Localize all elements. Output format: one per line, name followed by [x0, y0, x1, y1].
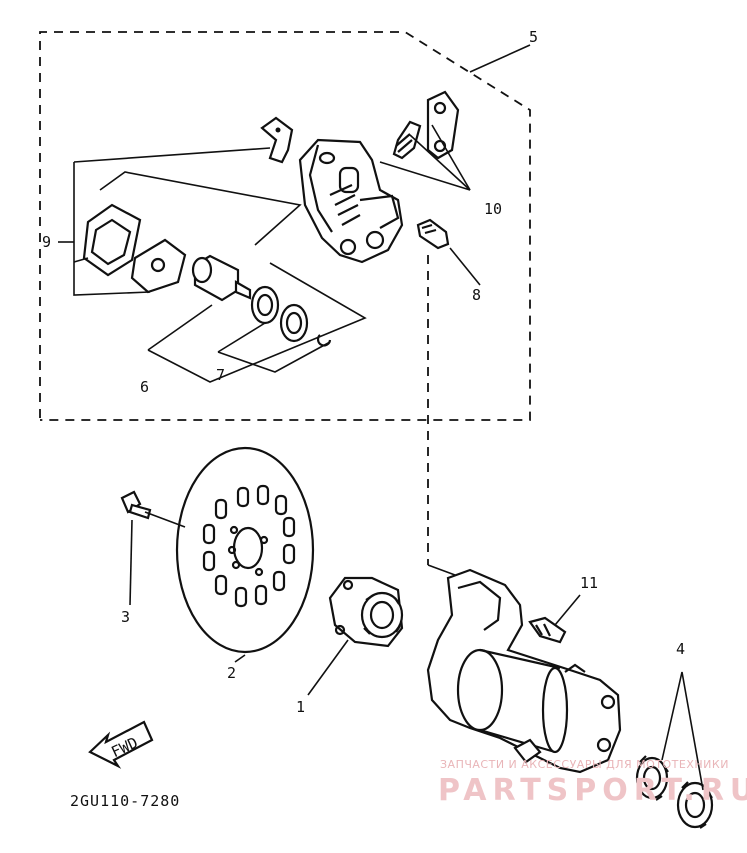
disc-bolt [120, 490, 152, 520]
label-part-4: 4 [676, 640, 685, 658]
piston-seals [250, 285, 332, 347]
caliper-pin-bracket [426, 90, 460, 160]
caliper-piston [191, 254, 252, 302]
caliper-bolt [392, 120, 422, 160]
pad-clip-upper [260, 116, 294, 164]
label-part-8: 8 [472, 286, 481, 304]
wheel-hub-flange [328, 576, 404, 648]
label-part-11: 11 [580, 574, 598, 592]
axle-nuts [635, 755, 714, 829]
watermark-tagline: ЗАПЧАСТИ И АКСЕССУАРЫ ДЛЯ МОТОТЕХНИКИ [440, 758, 729, 771]
label-part-5: 5 [529, 28, 538, 46]
caliper-bracket [426, 568, 622, 774]
label-part-1: 1 [296, 698, 305, 716]
label-part-2: 2 [227, 664, 236, 682]
fwd-arrow-icon: FWD [88, 720, 154, 769]
caliper-body [298, 138, 404, 264]
brake-disc [175, 446, 315, 654]
caliper-assembly-boundary [39, 31, 531, 421]
label-part-9: 9 [42, 233, 51, 251]
brake-pad-rear [82, 203, 142, 277]
label-part-3: 3 [121, 608, 130, 626]
bleed-screw [416, 218, 450, 250]
bracket-bolt [528, 616, 567, 644]
label-part-6: 6 [140, 378, 149, 396]
drawing-code: 2GU110-7280 [70, 792, 180, 810]
brake-pad-front [130, 238, 187, 294]
label-part-7: 7 [216, 366, 225, 384]
label-part-10: 10 [484, 200, 502, 218]
watermark-brand: PARTSPORT.RU [438, 773, 747, 808]
